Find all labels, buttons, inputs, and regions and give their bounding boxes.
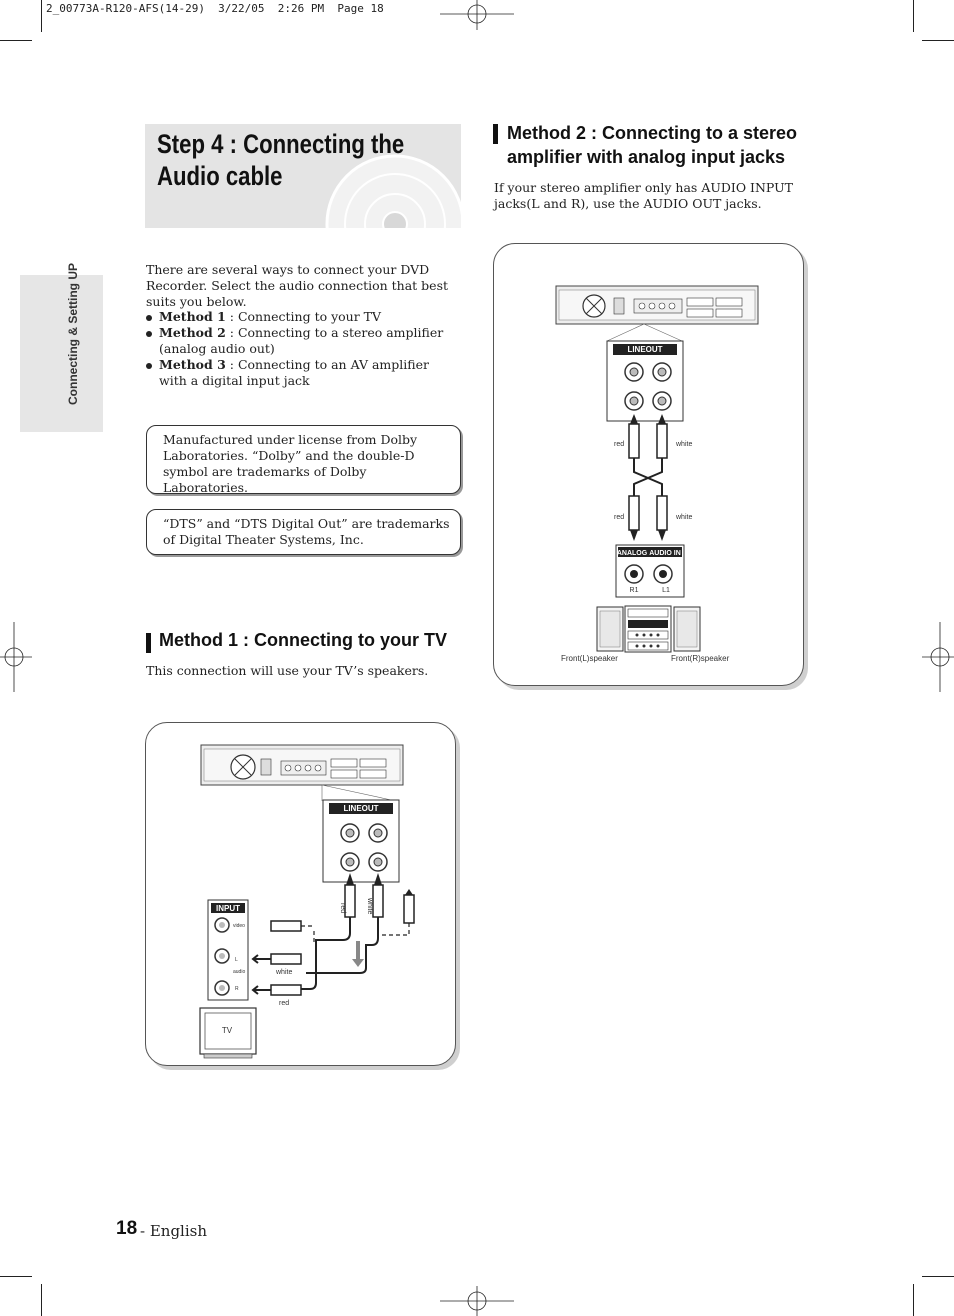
analog-audio-in-panel: ANALOG AUDIO IN R1 L1 xyxy=(615,544,685,598)
recorder-rear-panel xyxy=(555,285,759,342)
method2-diagram-svg: LINEOUT red white red white xyxy=(555,285,759,663)
method2-description: If your stereo amplifier only has AUDIO … xyxy=(494,180,793,211)
svg-text:white: white xyxy=(675,514,692,521)
svg-text:red: red xyxy=(339,903,346,913)
list-item: Method 3 : Connecting to an AV amplifier… xyxy=(146,357,456,389)
intro-text: There are several ways to connect your D… xyxy=(146,262,449,309)
svg-text:R: R xyxy=(235,986,239,992)
method2-heading: Method 2 : Connecting to a stereo amplif… xyxy=(493,121,813,171)
side-tab-label: Connecting & Setting UP xyxy=(66,263,80,405)
method1-diagram: LINEOUT red white xyxy=(145,722,456,1066)
side-tab: Connecting & Setting UP xyxy=(20,263,103,432)
svg-text:L: L xyxy=(235,957,238,963)
dts-note: “DTS” and “DTS Digital Out” are trademar… xyxy=(146,509,461,555)
svg-text:red: red xyxy=(614,441,624,448)
svg-text:white: white xyxy=(675,441,692,448)
page-number: 18 xyxy=(116,1218,138,1239)
svg-text:R1: R1 xyxy=(630,587,639,594)
dts-note-text: “DTS” and “DTS Digital Out” are trademar… xyxy=(163,516,450,547)
svg-text:L1: L1 xyxy=(662,587,670,594)
svg-text:Front(L)speaker: Front(L)speaker xyxy=(561,654,618,663)
svg-text:INPUT: INPUT xyxy=(216,904,240,913)
svg-text:ANALOG: ANALOG xyxy=(617,550,648,557)
recorder-rear-panel xyxy=(200,744,404,802)
method2-diagram: LINEOUT red white red white xyxy=(493,243,804,686)
lineout-jack-panel: LINEOUT xyxy=(606,340,684,422)
audio-cable-plugs: red white xyxy=(339,873,415,924)
footer-language: - English xyxy=(140,1222,208,1240)
lineout-jack-panel: LINEOUT xyxy=(322,799,400,883)
method1-diagram-svg: LINEOUT red white xyxy=(199,744,415,1059)
method1-heading: Method 1 : Connecting to your TV xyxy=(146,630,466,654)
page-title: Step 4 : Connecting the Audio cable xyxy=(157,129,405,191)
svg-text:video: video xyxy=(233,923,245,929)
method1-description: This connection will use your TV’s speak… xyxy=(146,663,429,678)
front-right-speaker xyxy=(673,606,701,652)
svg-text:AUDIO IN: AUDIO IN xyxy=(649,550,681,557)
print-header: 2_00773A-R120-AFS(14-29) 3/22/05 2:26 PM… xyxy=(46,2,384,15)
svg-text:Front(R)speaker: Front(R)speaker xyxy=(671,654,730,663)
tv-icon: TV xyxy=(199,1007,257,1059)
svg-text:LINEOUT: LINEOUT xyxy=(343,804,378,813)
disc-graphic xyxy=(325,154,461,228)
svg-text:white: white xyxy=(275,969,292,976)
method-list: Method 1 : Connecting to your TV Method … xyxy=(146,309,456,389)
front-left-speaker xyxy=(596,606,624,652)
dolby-note: Manufactured under license from Dolby La… xyxy=(146,425,461,495)
svg-text:TV: TV xyxy=(222,1026,233,1035)
svg-text:audio: audio xyxy=(233,969,245,975)
step-banner: Step 4 : Connecting the Audio cable xyxy=(145,124,461,228)
stereo-amplifier xyxy=(624,605,672,653)
tv-input-panel: INPUT video L audio R xyxy=(207,899,249,1001)
list-item: Method 1 : Connecting to your TV xyxy=(146,309,456,325)
list-item: Method 2 : Connecting to a stereo amplif… xyxy=(146,325,456,357)
svg-text:red: red xyxy=(279,1000,289,1007)
lower-plugs: red white xyxy=(614,495,692,541)
dolby-note-text: Manufactured under license from Dolby La… xyxy=(163,432,418,495)
svg-text:red: red xyxy=(614,514,624,521)
tv-side-plugs: white red xyxy=(251,920,314,1007)
svg-text:white: white xyxy=(366,897,373,914)
svg-text:LINEOUT: LINEOUT xyxy=(627,345,662,354)
